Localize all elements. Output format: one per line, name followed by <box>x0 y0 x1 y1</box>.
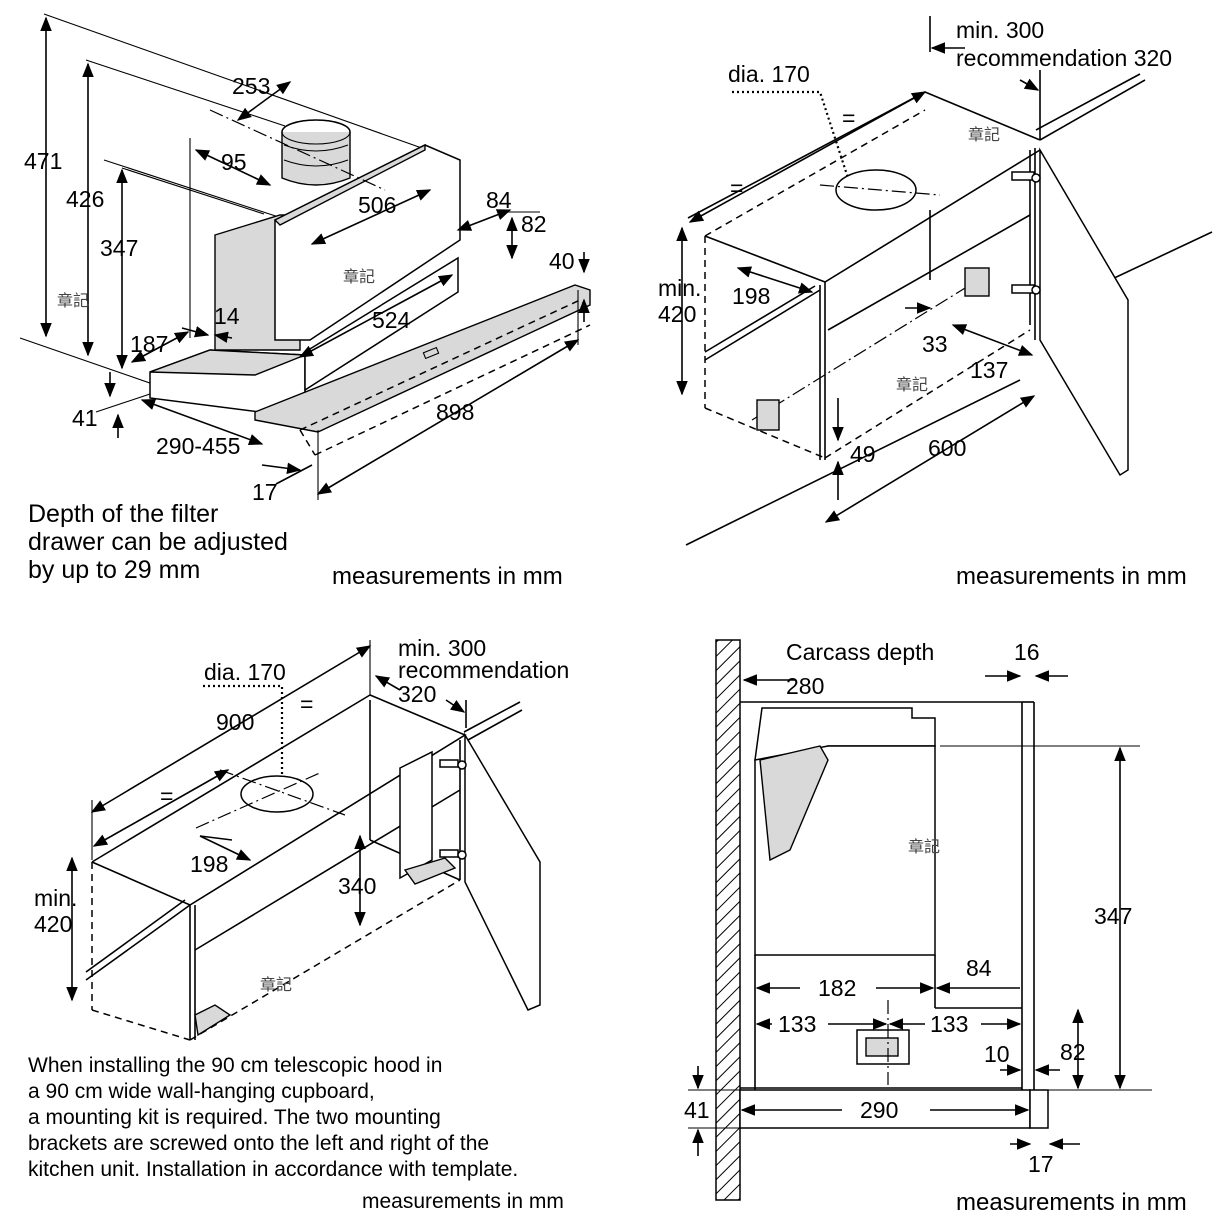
dim-41: 41 <box>72 405 98 431</box>
dim-900: 900 <box>216 709 254 735</box>
dim-equal: = <box>730 175 743 201</box>
dim-min: min. <box>658 275 701 301</box>
exhaust-spigot-body <box>281 132 351 186</box>
dim-600: 600 <box>928 435 966 461</box>
dim-182: 182 <box>818 975 856 1001</box>
note-line: kitchen unit. Installation in accordance… <box>28 1158 518 1181</box>
dim-347: 347 <box>1094 903 1132 929</box>
dim-min-300: min. 300 <box>398 635 486 661</box>
dim-33: 33 <box>922 331 948 357</box>
note-line: a 90 cm wide wall-hanging cupboard, <box>28 1080 375 1103</box>
note-line: drawer can be adjusted <box>28 528 288 556</box>
dim-41: 41 <box>684 1097 710 1123</box>
dim-84: 84 <box>486 187 512 213</box>
mounting-bracket <box>756 399 780 431</box>
units-caption: measurements in mm <box>362 1190 564 1213</box>
mounting-bracket <box>399 750 433 880</box>
dim-14: 14 <box>214 303 240 329</box>
dim-84: 84 <box>966 955 992 981</box>
dim-320: 320 <box>398 681 436 707</box>
note-line: a mounting kit is required. The two moun… <box>28 1106 441 1129</box>
dim-min: min. <box>34 885 77 911</box>
dim-dia-170: dia. 170 <box>204 659 286 685</box>
units-caption: measurements in mm <box>956 563 1187 590</box>
panel-top-left: 471 426 347 253 95 506 84 82 40 524 14 1… <box>19 13 591 590</box>
watermark: 章記 <box>343 268 375 286</box>
cabinet-door <box>464 732 541 1011</box>
bracket-foot <box>403 857 457 885</box>
dim-17: 17 <box>1028 1151 1054 1177</box>
dim-340: 340 <box>338 873 376 899</box>
watermark: 章記 <box>57 292 89 310</box>
dim-equal: = <box>842 105 855 131</box>
note-line: by up to 29 mm <box>28 556 200 584</box>
dim-198: 198 <box>732 283 770 309</box>
dim-17: 17 <box>252 479 278 505</box>
dim-dia-170: dia. 170 <box>728 61 810 87</box>
dim-recommendation-320: recommendation 320 <box>956 45 1172 71</box>
dim-16: 16 <box>1014 639 1040 665</box>
dim-420: 420 <box>658 301 696 327</box>
dim-898: 898 <box>436 399 474 425</box>
note-line: When installing the 90 cm telescopic hoo… <box>28 1054 442 1077</box>
watermark: 章記 <box>968 126 1000 144</box>
dim-equal: = <box>300 691 313 717</box>
wall-section <box>715 639 741 1201</box>
dim-347: 347 <box>100 235 138 261</box>
dim-10: 10 <box>984 1041 1010 1067</box>
dim-133: 133 <box>930 1011 968 1037</box>
watermark: 章記 <box>908 838 940 856</box>
dim-82: 82 <box>1060 1039 1086 1065</box>
panel-top-right: min. 300 recommendation 320 dia. 170 = =… <box>658 16 1213 590</box>
units-caption: measurements in mm <box>332 563 563 590</box>
units-caption: measurements in mm <box>956 1189 1187 1216</box>
drawer-front <box>1029 1089 1049 1129</box>
dim-506: 506 <box>358 192 396 218</box>
panel-bottom-left: dia. 170 min. 300 recommendation 320 900… <box>28 635 569 1213</box>
dim-198: 198 <box>190 851 228 877</box>
note-line: brackets are screwed onto the left and r… <box>28 1132 489 1155</box>
note-line: Depth of the filter <box>28 500 218 528</box>
hinge <box>439 759 459 768</box>
dim-49: 49 <box>850 441 876 467</box>
hinge <box>1011 171 1035 181</box>
dim-524: 524 <box>372 307 411 333</box>
dim-95: 95 <box>221 149 247 175</box>
dim-290-455: 290-455 <box>156 433 240 459</box>
dim-recommendation: recommendation <box>398 657 569 683</box>
label-carcass-depth: Carcass depth <box>786 639 934 665</box>
dim-420: 420 <box>34 911 72 937</box>
watermark: 章記 <box>896 376 928 394</box>
dim-187: 187 <box>130 331 168 357</box>
hood-motor <box>759 745 829 862</box>
dim-137: 137 <box>970 357 1008 383</box>
hinge <box>439 849 459 858</box>
cabinet-door <box>1039 147 1129 477</box>
mounting-bracket <box>964 267 990 297</box>
dim-equal: = <box>160 783 173 809</box>
panel-bottom-right: Carcass depth 280 16 347 182 84 133 133 … <box>684 639 1187 1216</box>
dim-471: 471 <box>24 148 62 174</box>
dim-290: 290 <box>860 1097 898 1123</box>
dim-40: 40 <box>549 248 575 274</box>
watermark: 章記 <box>260 976 292 994</box>
dim-133: 133 <box>778 1011 816 1037</box>
dim-253: 253 <box>232 73 270 99</box>
dim-min-300: min. 300 <box>956 17 1044 43</box>
dim-82: 82 <box>521 211 547 237</box>
dim-426: 426 <box>66 186 104 212</box>
dim-280: 280 <box>786 673 824 699</box>
hinge <box>1011 284 1035 294</box>
